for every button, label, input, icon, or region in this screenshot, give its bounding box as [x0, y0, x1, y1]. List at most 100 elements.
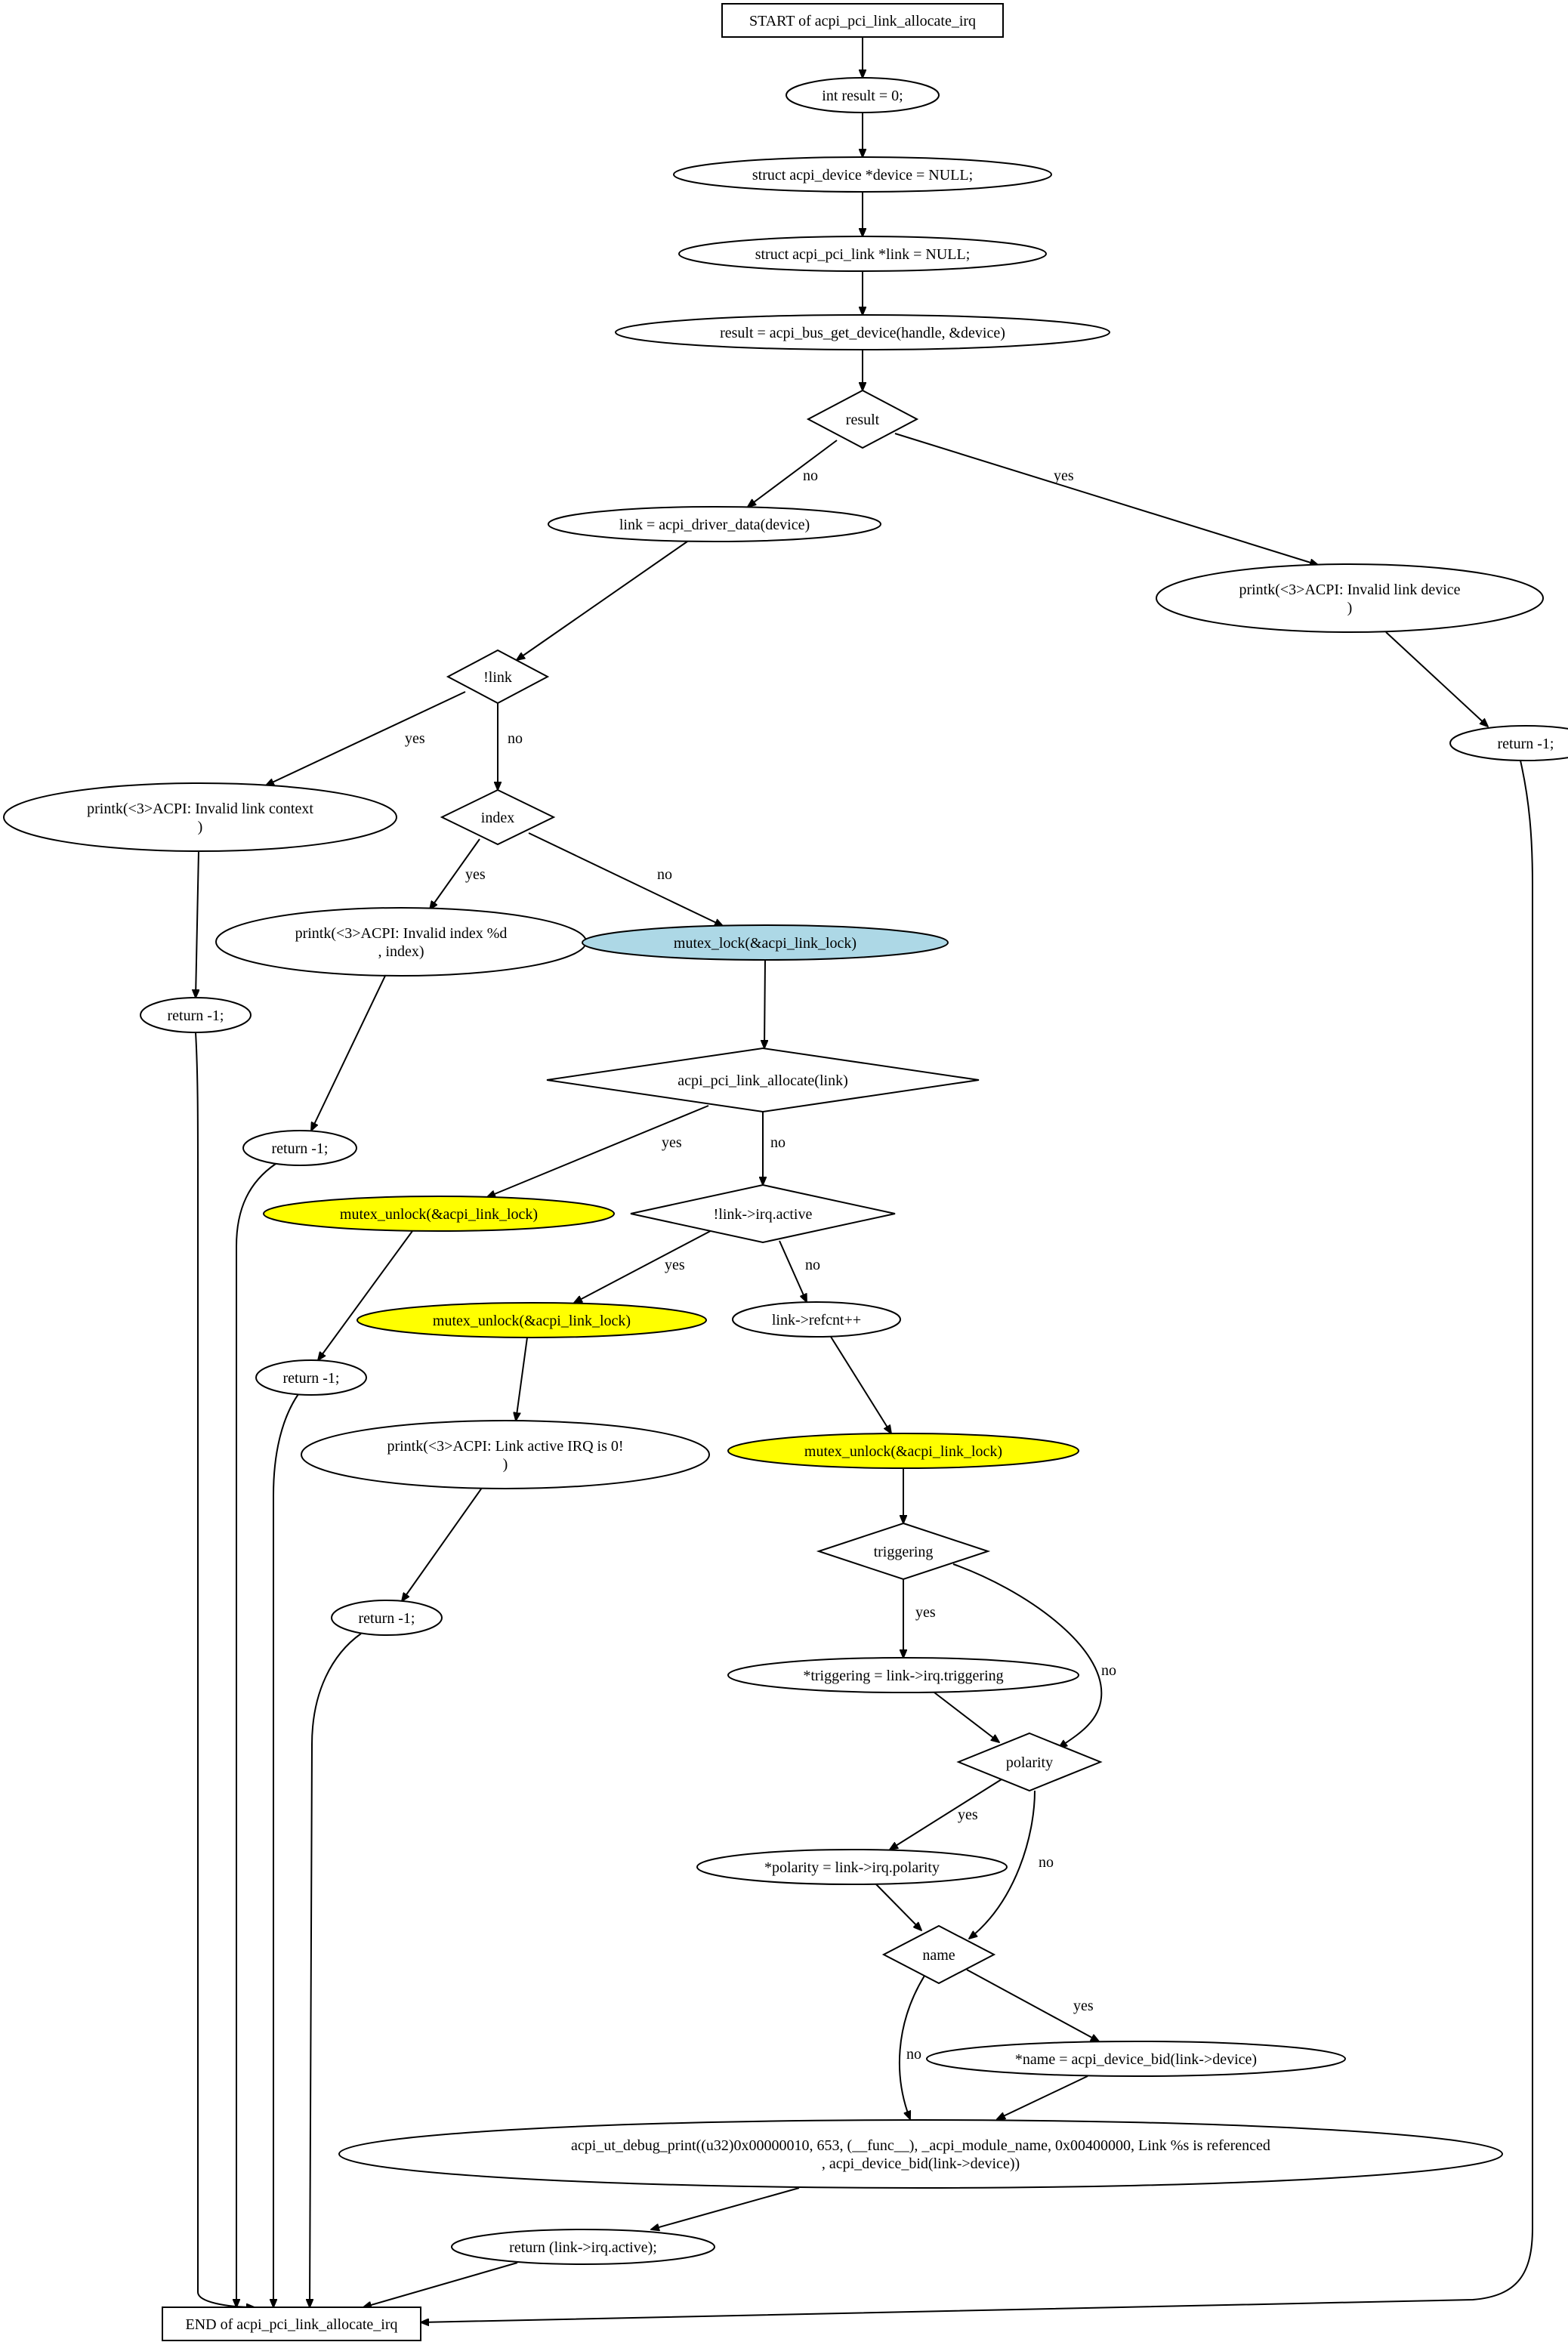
edge-assign_name-to-debug_print — [997, 2075, 1088, 2119]
edge-cond_irq_active-to-mutex_unlock_2: yes — [574, 1226, 720, 1303]
node-bus-get-device: result = acpi_bus_get_device(handle, &de… — [615, 314, 1110, 350]
edge-line — [898, 1975, 925, 2119]
node-text: name — [922, 1947, 955, 1964]
edge-cond_polarity-to-cond_name: no — [969, 1790, 1054, 1939]
edge-line — [266, 691, 466, 785]
decision-shape — [881, 1924, 996, 1985]
statement-ellipse — [1449, 725, 1568, 761]
edge-line — [894, 433, 1318, 565]
node-text: mutex_lock(&acpi_link_lock) — [674, 935, 857, 952]
edge-cond_allocate-to-cond_irq_active: no — [763, 1112, 786, 1185]
edge-cond_triggering-to-assign_triggering: yes — [903, 1579, 936, 1658]
node-printk-invalid-device: printk(<3>ACPI: Invalid link device) — [1156, 563, 1544, 633]
edge-line — [1385, 631, 1488, 727]
edge-label-no: no — [1039, 1854, 1054, 1871]
node-cond-index: index — [440, 788, 556, 846]
node-text: printk(<3>ACPI: Invalid link context — [87, 801, 313, 817]
edge-label-no: no — [803, 467, 818, 484]
node-cond-irq-active: !link->irq.active — [630, 1183, 896, 1244]
node-printk-invalid-index: printk(<3>ACPI: Invalid index %d, index) — [215, 907, 587, 977]
node-text: return -1; — [272, 1140, 329, 1157]
node-assign-polarity: *polarity = link->irq.polarity — [696, 1849, 1008, 1885]
node-text: mutex_unlock(&acpi_link_lock) — [433, 1313, 631, 1329]
node-text: return -1; — [359, 1610, 415, 1627]
decision-shape — [546, 1047, 980, 1113]
statement-ellipse — [548, 506, 881, 542]
node-int-result: int result = 0; — [786, 77, 940, 113]
edge-cond_name-to-assign_name: yes — [966, 1969, 1099, 2041]
statement-ellipse — [263, 1196, 615, 1232]
edge-line — [779, 1240, 807, 1302]
statement-ellipse — [1156, 563, 1544, 633]
statement-ellipse — [678, 236, 1047, 272]
node-return-alloc: return -1; — [255, 1359, 367, 1396]
statement-ellipse — [727, 1657, 1079, 1693]
statement-ellipse — [926, 2041, 1346, 2077]
statement-ellipse — [451, 2229, 715, 2265]
edge-assign_polarity-to-cond_name — [875, 1884, 921, 1930]
node-text: return -1; — [1498, 736, 1554, 752]
edge-label-no: no — [770, 1134, 786, 1151]
node-text: ) — [1347, 600, 1353, 616]
edge-line — [517, 541, 688, 660]
edge-cond_name-to-debug_print: no — [898, 1975, 925, 2119]
edge-return_index-to-end — [236, 1163, 276, 2307]
edge-cond_irq_active-to-refcnt: no — [779, 1240, 820, 1302]
edge-cond_result-to-printk_invalid_device: yes — [894, 433, 1318, 565]
edge-line — [574, 1226, 720, 1303]
node-text: !link->irq.active — [714, 1206, 813, 1223]
edge-cond_index-to-printk_invalid_index: yes — [430, 838, 486, 909]
node-text: polarity — [1006, 1754, 1053, 1771]
node-assign-name: *name = acpi_device_bid(link->device) — [926, 2041, 1346, 2077]
edge-line — [528, 832, 723, 926]
node-cond-polarity: polarity — [956, 1732, 1103, 1792]
edge-line — [236, 1163, 276, 2307]
edge-printk_invalid_context-to-return_context — [196, 850, 199, 998]
edge-cond_not_link-to-printk_invalid_context: yes — [266, 691, 466, 785]
edge-line — [195, 1032, 255, 2307]
node-text: printk(<3>ACPI: Invalid link device — [1239, 582, 1460, 598]
node-struct-link: struct acpi_pci_link *link = NULL; — [678, 236, 1047, 272]
edge-line — [969, 1790, 1036, 1939]
node-cond-result: result — [806, 389, 919, 449]
node-cond-name: name — [881, 1924, 996, 1985]
edge-line — [310, 1633, 362, 2307]
node-text: link = acpi_driver_data(device) — [619, 517, 810, 533]
node-mutex-lock: mutex_lock(&acpi_link_lock) — [582, 924, 949, 961]
edge-label-no: no — [805, 1257, 820, 1273]
edge-assign_triggering-to-cond_polarity — [934, 1692, 999, 1742]
edge-label-no: no — [657, 866, 672, 883]
statement-ellipse — [582, 924, 949, 961]
edge-label-no: no — [1101, 1662, 1116, 1679]
edge-label-yes: yes — [958, 1807, 978, 1823]
edge-cond_allocate-to-mutex_unlock_1: yes — [487, 1105, 709, 1197]
edge-debug_print-to-return_active — [651, 2187, 800, 2229]
edge-line — [890, 1779, 1002, 1850]
statement-ellipse — [242, 1130, 357, 1166]
node-text: START of acpi_pci_link_allocate_irq — [749, 13, 976, 29]
node-text: return (link->irq.active); — [509, 2239, 657, 2256]
node-text: return -1; — [283, 1370, 340, 1387]
edge-line — [402, 1487, 483, 1601]
edge-line — [421, 760, 1533, 2322]
statement-ellipse — [140, 997, 252, 1033]
edge-printk_irq_zero-to-return_irq_zero — [402, 1487, 483, 1601]
edge-label-yes: yes — [465, 866, 486, 883]
statement-ellipse — [338, 2119, 1503, 2189]
node-cond-not-link: !link — [446, 649, 550, 705]
edge-line — [516, 1337, 528, 1421]
edge-line — [934, 1692, 999, 1742]
edge-line — [430, 838, 480, 909]
edge-cond_triggering-to-cond_polarity: no — [952, 1563, 1116, 1748]
node-text: struct acpi_pci_link *link = NULL; — [755, 246, 971, 263]
edge-line — [311, 975, 386, 1131]
node-text: ) — [503, 1456, 508, 1473]
statement-ellipse — [696, 1849, 1008, 1885]
edge-return_device-to-end — [421, 760, 1533, 2322]
statement-ellipse — [673, 156, 1052, 193]
edge-line — [363, 2262, 518, 2307]
node-return-irq-zero: return -1; — [331, 1600, 443, 1636]
